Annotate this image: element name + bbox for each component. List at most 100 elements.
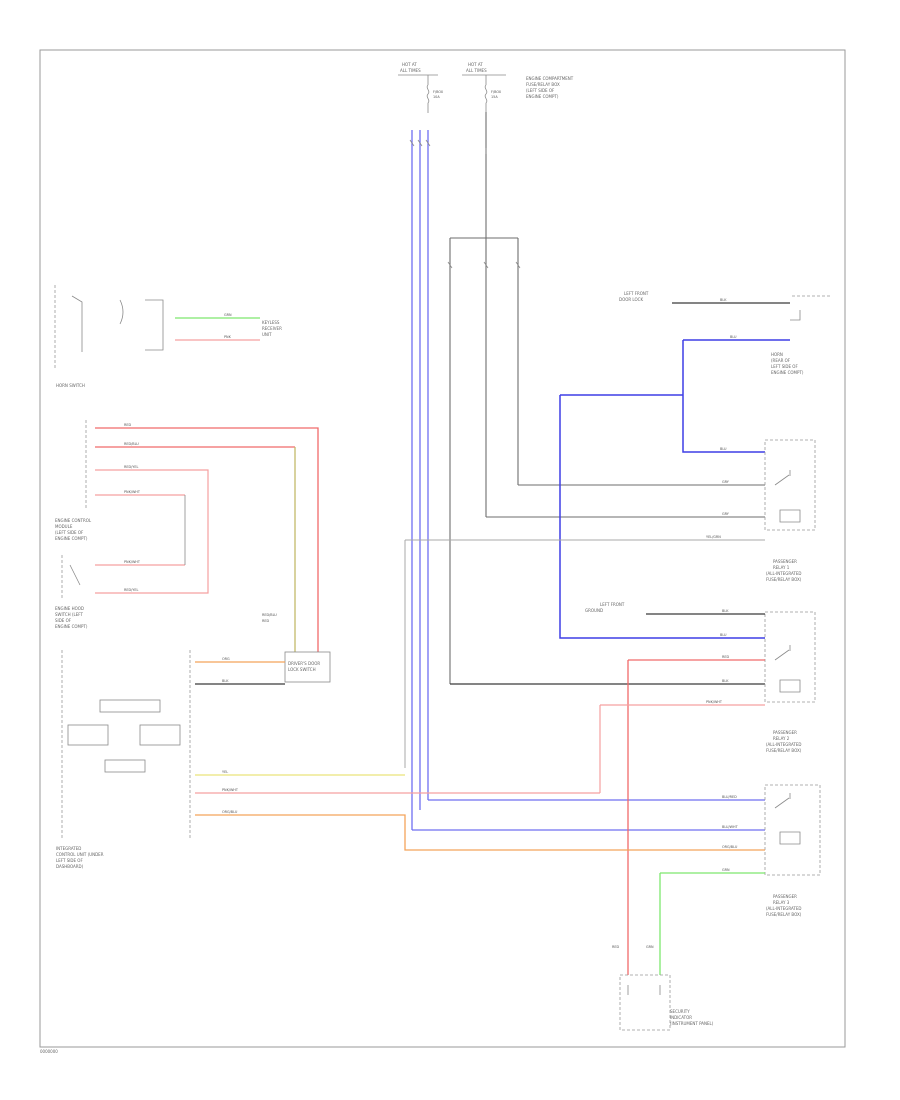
- wire-grn-3: GRN: [224, 313, 232, 317]
- relay-2-label-4: FUSE/RELAY BOX): [766, 748, 802, 753]
- horn-label-3: LEFT SIDE OF: [771, 364, 798, 369]
- wire-yel-1: YEL: [222, 770, 228, 774]
- relay-3: PASSENGER RELAY 3 (ALL-INTEGRATED FUSE/R…: [764, 784, 821, 917]
- relay-3-switch: [774, 793, 801, 845]
- fuse-a-label-2: ALL TIMES: [400, 68, 421, 73]
- svg-text:ENGINE COMPT): ENGINE COMPT): [55, 624, 88, 629]
- wire-blu-2: BLU: [720, 447, 727, 451]
- wire-gry-1: GRY: [722, 480, 730, 484]
- svg-text:(INSTRUMENT PANEL): (INSTRUMENT PANEL): [670, 1021, 714, 1026]
- wire-red-2: RED: [612, 945, 619, 949]
- fuse-a-val-1: F/BOX: [433, 90, 444, 94]
- fuse-b-label-2: ALL TIMES: [466, 68, 487, 73]
- fuse-note-1: ENGINE COMPARTMENT: [526, 76, 574, 81]
- diagram-frame: [39, 49, 846, 1048]
- svg-text:CONTROL UNIT (UNDER: CONTROL UNIT (UNDER: [56, 852, 104, 857]
- horn-label-1: HORN: [771, 352, 783, 357]
- gray-trunk: [447, 112, 765, 685]
- svg-text:ENGINE COMPT): ENGINE COMPT): [55, 536, 88, 541]
- relay-1-label-1: PASSENGER: [773, 559, 797, 564]
- svg-text:INTEGRATED: INTEGRATED: [56, 846, 81, 851]
- fuse-note-2: FUSE/RELAY BOX: [526, 82, 560, 87]
- horn-label-2: (REAR OF: [771, 358, 791, 363]
- relay-2: PASSENGER RELAY 2 (ALL-INTEGRATED FUSE/R…: [764, 611, 816, 753]
- svg-text:GROUND: GROUND: [585, 608, 603, 613]
- svg-text:LEFT SIDE OF: LEFT SIDE OF: [56, 858, 83, 863]
- wire-pnk-wht-1: PNK/WHT: [706, 700, 723, 704]
- wire-blk-4: BLK: [222, 679, 229, 683]
- fuse-b-label-1: HOT AT: [468, 62, 483, 67]
- engine-control-module: RED RED/BLU RED/YEL PNK/WHT ENGINE CONTR…: [55, 420, 319, 652]
- wire-pnk-1: PNK: [224, 335, 232, 339]
- fuse-b-val-1: F/BOX: [491, 90, 502, 94]
- wire-blk-1: BLK: [720, 298, 727, 302]
- relay-3-label-2: RELAY 3: [773, 900, 790, 905]
- svg-text:DASHBOARD): DASHBOARD): [56, 864, 84, 869]
- wire-org-blu-2: ORG/BLU: [722, 845, 738, 849]
- driver-door-lock-switch: RED/BLU RED DRIVER'S DOOR LOCK SWITCH OR…: [195, 613, 331, 685]
- fuse-a-val-2: 10A: [433, 95, 440, 99]
- horn-label-4: ENGINE COMPT): [771, 370, 804, 375]
- relay-1-label-2: RELAY 1: [773, 565, 790, 570]
- wire-pnk-wht-2: PNK/WHT: [124, 490, 141, 494]
- svg-text:SIDE OF: SIDE OF: [55, 618, 72, 623]
- keyless-label-3: UNIT: [262, 332, 272, 337]
- lf-door-lock-label-2: DOOR LOCK: [619, 297, 643, 302]
- left-front-door-lock: LEFT FRONT DOOR LOCK BLK HORN (REAR OF L…: [619, 291, 830, 375]
- wire-org-1: ORG: [222, 657, 230, 661]
- svg-text:SECURITY: SECURITY: [670, 1009, 690, 1014]
- wire-blk-3: BLK: [722, 679, 729, 683]
- security-indicator: SECURITY INDICATOR (INSTRUMENT PANEL): [619, 974, 714, 1031]
- keyless-label-2: RECEIVER: [262, 326, 282, 331]
- wire-blu-1: BLU: [730, 335, 737, 339]
- svg-text:INDICATOR: INDICATOR: [670, 1015, 692, 1020]
- ground-left-front-2: LEFT FRONT GROUND BLK: [585, 602, 765, 615]
- wire-blu-3: BLU: [720, 633, 727, 637]
- wire-red-yel-2: RED/YEL: [124, 588, 138, 592]
- wire-yel-grn-1: YEL/GRN: [706, 535, 721, 539]
- wire-blk-2: BLK: [722, 609, 729, 613]
- svg-text:ENGINE CONTROL: ENGINE CONTROL: [55, 518, 92, 523]
- svg-text:MODULE: MODULE: [55, 524, 73, 529]
- lf-door-lock-label-1: LEFT FRONT: [624, 291, 649, 296]
- wire-grn-1: GRN: [722, 868, 730, 872]
- connector-marks-a: [409, 139, 431, 147]
- wire-grn-2: GRN: [646, 945, 654, 949]
- relay-1-switch: [774, 470, 801, 523]
- relay-2-label-1: PASSENGER: [773, 730, 797, 735]
- relay-3-label-1: PASSENGER: [773, 894, 797, 899]
- wire-pnk-wht-4: PNK/WHT: [222, 788, 239, 792]
- page-id: 0000000: [40, 1049, 58, 1054]
- wire-gry-2: GRY: [722, 512, 730, 516]
- svg-text:LEFT FRONT: LEFT FRONT: [600, 602, 625, 607]
- wire-red-blu-2: RED/BLU: [262, 613, 277, 617]
- horn-switch-label: HORN SWITCH: [56, 383, 85, 388]
- security-indicator-wires: RED PNK/WHT GRN RED GRN: [599, 655, 765, 975]
- blue-trunk: [409, 130, 765, 831]
- relay-1-label-3: (ALL-INTEGRATED: [766, 571, 801, 576]
- wire-red-yel-1: RED/YEL: [124, 465, 138, 469]
- wire-red-3b: RED: [262, 619, 269, 623]
- engine-hood-switch: PNK/WHT RED/YEL ENGINE HOOD SWITCH (LEFT…: [55, 495, 186, 629]
- wire-org-blu-1: ORG/BLU: [222, 810, 238, 814]
- relay-2-switch: [774, 645, 801, 693]
- keyless-label-1: KEYLESS: [262, 320, 280, 325]
- relay-3-label-4: FUSE/RELAY BOX): [766, 912, 802, 917]
- wire-red-1: RED: [722, 655, 729, 659]
- relay-2-label-3: (ALL-INTEGRATED: [766, 742, 801, 747]
- wire-blu-red-1: BLU/RED: [722, 795, 737, 799]
- svg-text:DRIVER'S DOOR: DRIVER'S DOOR: [288, 661, 320, 666]
- fuse-b-symbol: [484, 75, 488, 113]
- dark-blue-branch: BLU BLU BLU: [559, 335, 790, 639]
- wire-red-3: RED: [124, 423, 131, 427]
- svg-text:LOCK SWITCH: LOCK SWITCH: [288, 667, 316, 672]
- relay-3-label-3: (ALL-INTEGRATED: [766, 906, 801, 911]
- svg-text:(LEFT SIDE OF: (LEFT SIDE OF: [55, 530, 84, 535]
- fuse-block-top: HOT AT ALL TIMES HOT AT ALL TIMES F/BOX …: [398, 62, 574, 113]
- fuse-b-val-2: 15A: [491, 95, 498, 99]
- wire-blu-wht-1: BLU/WHT: [722, 825, 739, 829]
- horn-switch: GRN PNK KEYLESS RECEIVER UNIT HORN SWITC…: [54, 285, 282, 388]
- wire-red-blu-1: RED/BLU: [124, 442, 139, 446]
- relay-2-label-2: RELAY 2: [773, 736, 790, 741]
